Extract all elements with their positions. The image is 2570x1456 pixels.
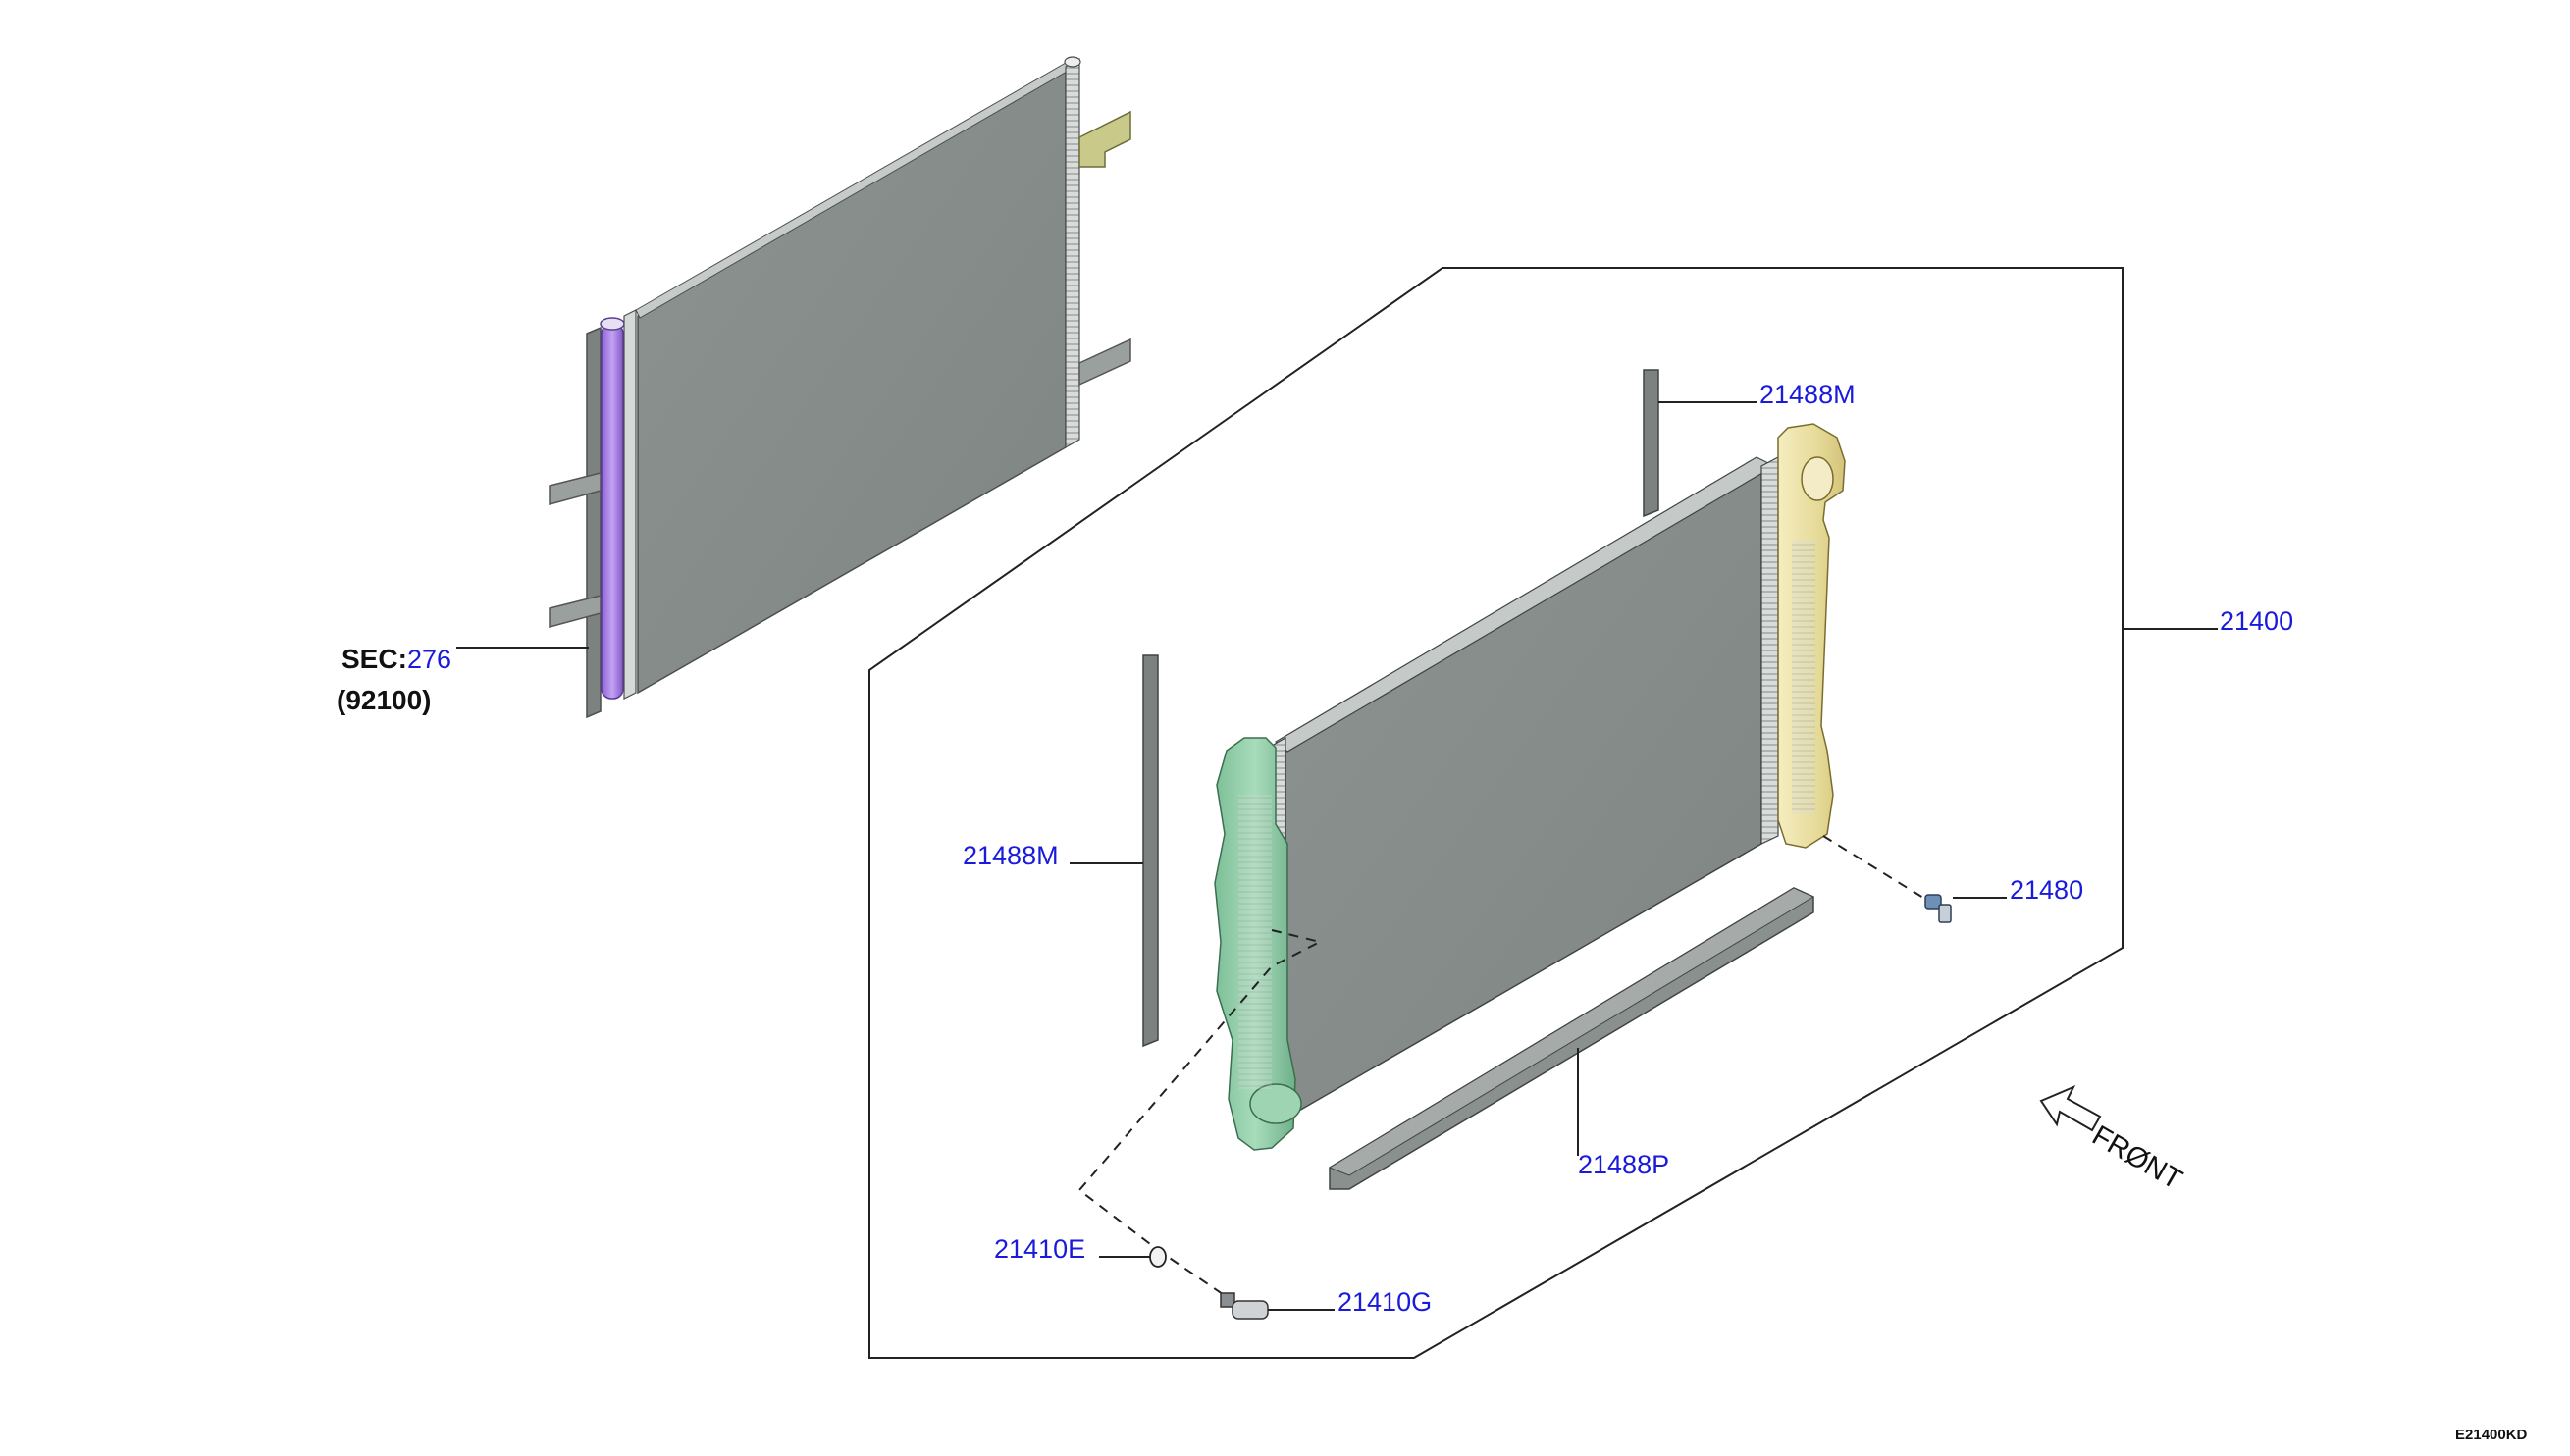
radiator-right-tank-ribs [1792, 540, 1815, 814]
radiator-icon [1214, 369, 1846, 1151]
seal-strip-left [1142, 654, 1159, 1048]
radiator-right-header [1760, 456, 1779, 845]
part-21488M-top[interactable]: 21488M [1759, 380, 1856, 409]
condenser-core [637, 67, 1067, 695]
condenser-side-bracket [586, 326, 602, 719]
radiator-outlet-pipe [1249, 1083, 1302, 1124]
drain-plug-icon [1924, 894, 1952, 923]
part-21488M-left[interactable]: 21488M [963, 841, 1059, 870]
sec-ref-sub: (92100) [337, 685, 432, 715]
seal-strip-bottom-top [1328, 887, 1815, 1176]
receiver-tank-cap [600, 317, 625, 331]
o-ring-icon [1149, 1246, 1167, 1268]
condenser-tab-upper-left [549, 472, 602, 505]
sensor-icon [1220, 1292, 1269, 1320]
diagram-code: E21400KD [2455, 1427, 2528, 1443]
condenser-tab-lower-left [549, 595, 602, 628]
front-label: FRØNT [2087, 1119, 2188, 1196]
radiator-left-tank-ribs [1238, 795, 1272, 1089]
part-21410E[interactable]: 21410E [994, 1234, 1085, 1264]
condenser-right-header [1065, 57, 1080, 449]
sec-ref-prefix: SEC: [341, 644, 407, 674]
condenser-icon [549, 56, 1131, 719]
leader-dashed-21480 [1822, 835, 1924, 899]
front-arrow-icon [2039, 1085, 2102, 1132]
condenser-left-header [623, 309, 637, 700]
part-21480[interactable]: 21480 [2010, 875, 2083, 905]
radiator-filler-neck [1801, 456, 1834, 501]
sec-ref-link-276[interactable]: 276 [407, 645, 451, 674]
leader-dashed-21410 [1077, 929, 1323, 1306]
condenser-bracket-upper-right [1078, 110, 1131, 168]
receiver-tank [601, 323, 624, 700]
radiator-core [1285, 464, 1762, 1120]
assembly-outline [868, 267, 2124, 1359]
part-21488P[interactable]: 21488P [1578, 1150, 1669, 1179]
part-21400[interactable]: 21400 [2220, 606, 2293, 636]
condenser-bracket-lower-right [1078, 338, 1131, 387]
seal-strip-top [1643, 369, 1659, 518]
part-21410G[interactable]: 21410G [1337, 1287, 1432, 1317]
condenser-right-cap [1064, 56, 1081, 68]
